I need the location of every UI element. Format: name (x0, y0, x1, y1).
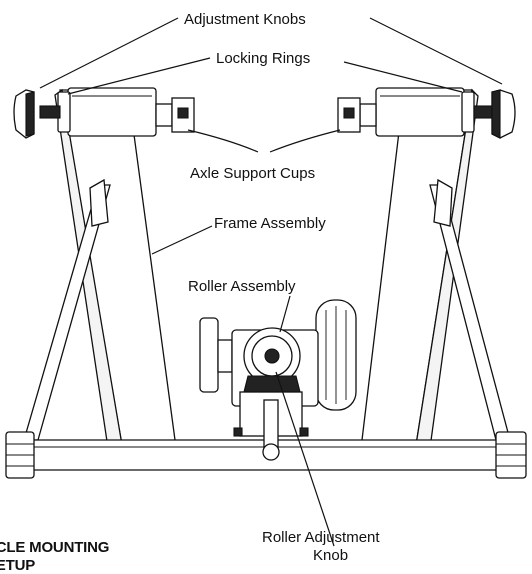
label-roller-assembly: Roller Assembly (188, 278, 296, 295)
label-axle-support-cups: Axle Support Cups (190, 165, 315, 182)
left-axle-mount (13, 87, 195, 139)
label-locking-rings: Locking Rings (216, 50, 310, 67)
label-roller-adjustment-1: Roller Adjustment (262, 529, 380, 546)
roller-assembly (199, 299, 357, 461)
right-axle-mount (337, 87, 516, 139)
label-frame-assembly: Frame Assembly (214, 215, 326, 232)
label-adjustment-knobs: Adjustment Knobs (184, 11, 306, 28)
leader-lines (39, 17, 503, 547)
section-heading-line1: YCLE MOUNTING (0, 539, 110, 556)
label-roller-adjustment-2: Knob (313, 547, 348, 564)
